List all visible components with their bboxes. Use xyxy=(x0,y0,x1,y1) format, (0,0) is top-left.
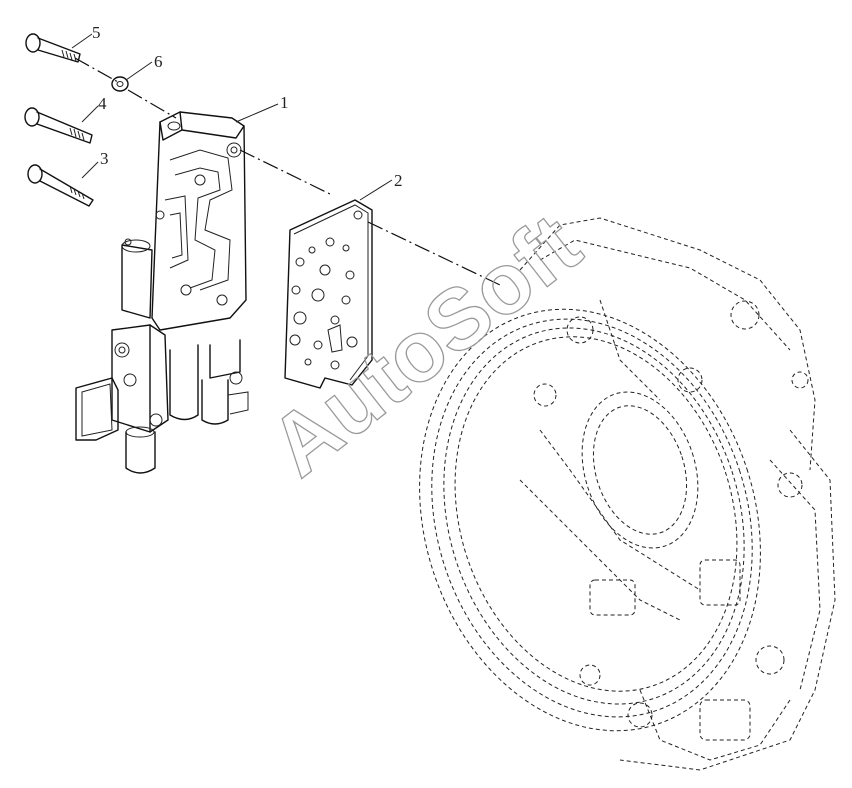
part-label-6: 6 xyxy=(154,52,163,71)
part-label-5: 5 xyxy=(92,23,101,42)
watermark: AutoSoft xyxy=(253,196,598,495)
valve-body xyxy=(75,111,249,474)
part-label-2: 2 xyxy=(394,171,403,190)
part-label-3: 3 xyxy=(100,149,109,168)
transmission-housing xyxy=(419,217,836,771)
separator-plate xyxy=(284,199,373,389)
washer-6 xyxy=(111,76,129,92)
bolt-5 xyxy=(25,33,81,63)
bolt-3 xyxy=(27,164,94,207)
assembly-lines xyxy=(74,57,501,286)
bolt-4 xyxy=(24,107,93,144)
part-label-4: 4 xyxy=(98,94,107,113)
leader-lines xyxy=(71,33,393,201)
part-label-1: 1 xyxy=(280,93,289,112)
